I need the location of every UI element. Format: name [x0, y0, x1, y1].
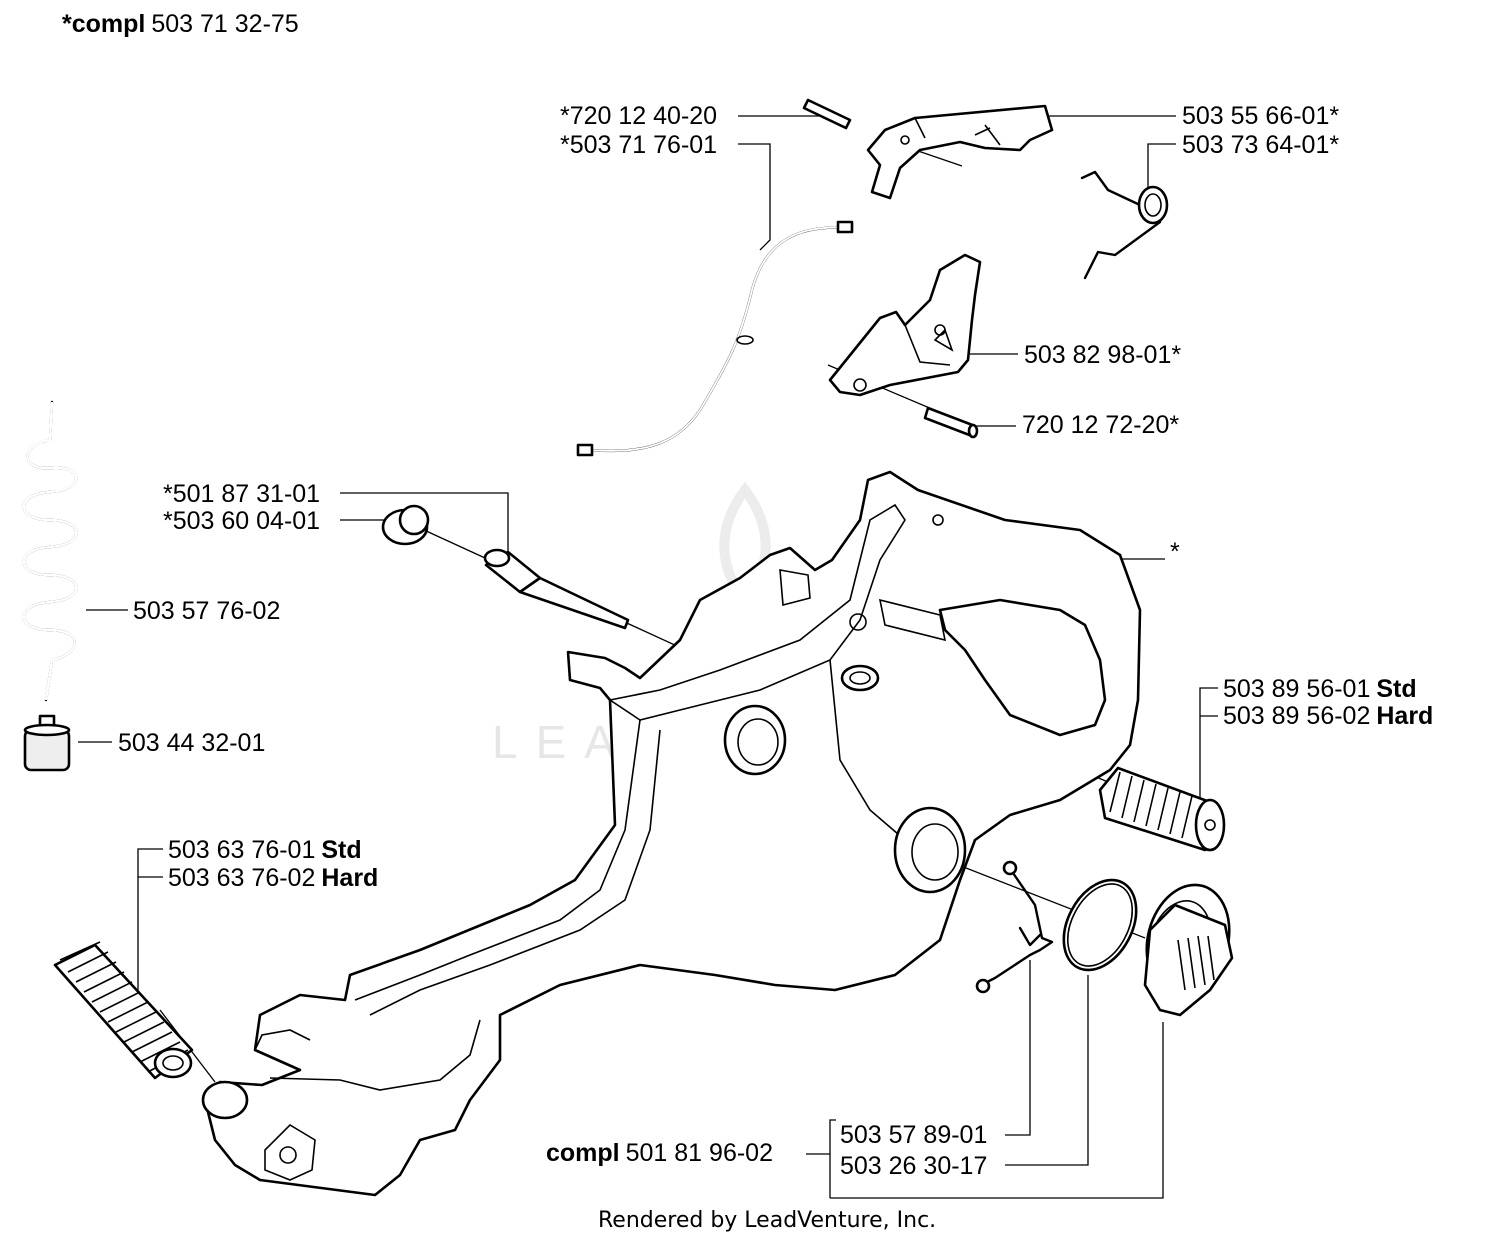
leader-503-71-76-01	[738, 143, 771, 251]
fuel-hose-part[interactable]	[22, 400, 78, 702]
av-spring-right-part[interactable]	[1098, 766, 1226, 852]
throttle-lockout-part[interactable]	[828, 253, 982, 397]
valve-cap-part[interactable]	[381, 504, 430, 546]
throttle-trigger-part[interactable]	[866, 104, 1054, 200]
trigger-spring-part[interactable]	[1080, 170, 1169, 280]
label-720-12-72-20[interactable]: 720 12 72-20*	[1022, 411, 1179, 439]
fuel-filter-part[interactable]	[23, 714, 71, 772]
label-star[interactable]: *	[1170, 538, 1180, 566]
o-ring-part[interactable]	[1049, 868, 1151, 983]
label-720-12-40-20[interactable]: *720 12 40-20	[560, 102, 717, 130]
label-501-87-31-01[interactable]: *501 87 31-01	[163, 480, 320, 508]
pin-bottom-part[interactable]	[923, 406, 979, 439]
label-503-44-32-01[interactable]: 503 44 32-01	[118, 729, 265, 757]
leader-503-73-64-01	[1147, 143, 1176, 190]
leader-503-63-76-01	[137, 848, 163, 995]
label-503-26-30-17[interactable]: 503 26 30-17	[840, 1152, 987, 1180]
leader-503-89-56-01	[1199, 687, 1218, 810]
label-503-57-76-02[interactable]: 503 57 76-02	[133, 597, 280, 625]
throttle-cable-part[interactable]	[576, 220, 854, 457]
bracket-compl	[829, 1119, 836, 1198]
leader-503-57-89-01	[1005, 960, 1031, 1136]
filler-cap-part[interactable]	[1135, 876, 1241, 1017]
av-spring-left-part[interactable]	[53, 941, 194, 1080]
leader-cap	[830, 1022, 1164, 1199]
tank-housing-part[interactable]	[201, 470, 1142, 1197]
decompression-valve-part[interactable]	[483, 548, 630, 630]
chain-oil-bracket-part[interactable]	[975, 860, 1054, 994]
label-503-55-66-01[interactable]: 503 55 66-01*	[1182, 102, 1339, 130]
pin-top-part[interactable]	[802, 98, 852, 130]
label-503-71-76-01[interactable]: *503 71 76-01	[560, 131, 717, 159]
label-503-82-98-01[interactable]: 503 82 98-01*	[1024, 341, 1181, 369]
label-503-60-04-01[interactable]: *503 60 04-01	[163, 507, 320, 535]
leader-501-87-31-01	[340, 492, 509, 556]
footer-credit: Rendered by LeadVenture, Inc.	[598, 1208, 936, 1233]
label-503-73-64-01[interactable]: 503 73 64-01*	[1182, 131, 1339, 159]
label-503-57-89-01[interactable]: 503 57 89-01	[840, 1121, 987, 1149]
leader-503-26-30-17	[1005, 975, 1089, 1166]
